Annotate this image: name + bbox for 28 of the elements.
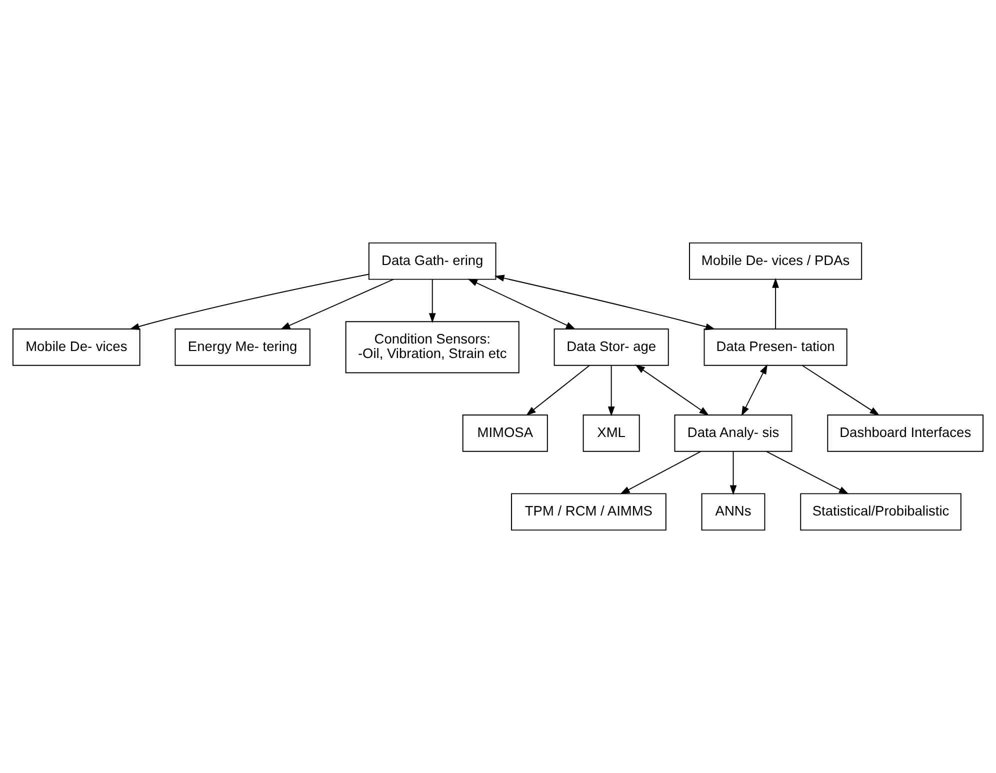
arrow xyxy=(802,364,880,416)
node-box: XML xyxy=(582,414,640,452)
node-box: Mobile De- vices / PDAs xyxy=(689,242,862,280)
arrow xyxy=(635,364,710,416)
node-box: Data Gath- ering xyxy=(368,242,496,280)
node-box: ANNs xyxy=(701,493,766,531)
arrow xyxy=(428,279,436,323)
node-box: Condition Sensors: -Oil, Vibration, Strain etc xyxy=(345,321,520,374)
node-box: MIMOSA xyxy=(462,414,548,452)
arrow xyxy=(526,364,590,416)
node-box: Energy Me- tering xyxy=(174,328,310,366)
node-box: Data Presen- tation xyxy=(704,328,848,366)
arrow xyxy=(730,451,737,496)
node-box: TPM / RCM / AIMMS xyxy=(511,493,666,531)
arrow xyxy=(766,450,849,494)
node-box: Dashboard Interfaces xyxy=(827,414,984,452)
arrow xyxy=(129,274,370,330)
node-box: Data Stor- age xyxy=(554,328,669,366)
arrow xyxy=(608,365,615,416)
node-box: Mobile De- vices xyxy=(12,328,140,366)
arrow xyxy=(741,364,768,416)
arrow xyxy=(280,278,394,330)
arrow xyxy=(620,450,702,494)
arrow xyxy=(468,278,576,330)
arrow xyxy=(494,274,716,330)
node-box: Data Analy- sis xyxy=(674,414,792,452)
arrow xyxy=(772,278,779,330)
node-box: Statistical/Probibalistic xyxy=(800,493,962,531)
